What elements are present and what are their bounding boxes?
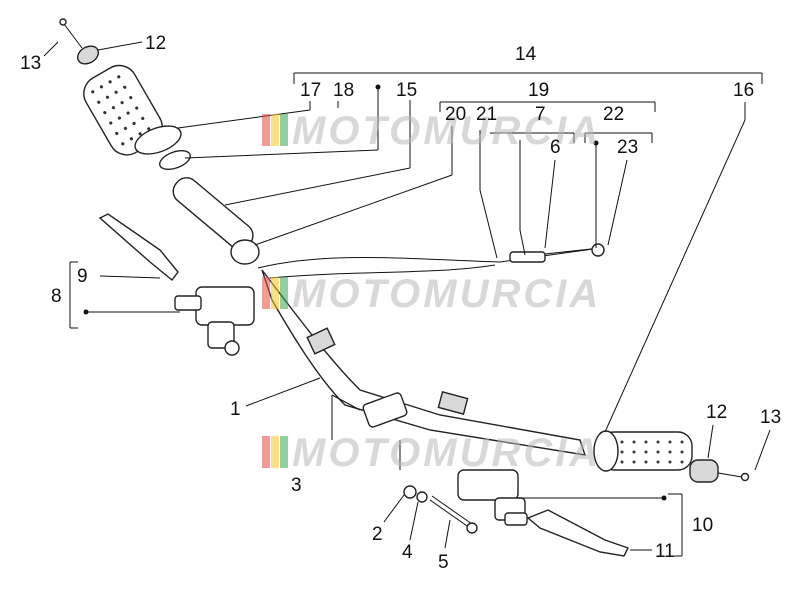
right-grip <box>593 430 693 472</box>
callout-10: 10 <box>692 515 713 536</box>
right-master-cylinder <box>457 469 528 526</box>
left-brake-lever <box>98 213 179 282</box>
throttle-cable <box>257 247 601 269</box>
callout-7: 7 <box>535 104 546 125</box>
watermark-middle: MOTOMURCIA <box>262 272 601 316</box>
callout-2: 2 <box>372 524 383 545</box>
left-grip-flange <box>134 125 182 155</box>
callout-21: 21 <box>476 104 497 125</box>
handlebar-clamp <box>362 392 408 428</box>
callout-23: 23 <box>617 137 638 158</box>
watermark-text: MOTOMURCIA <box>292 272 601 316</box>
left-bar-end-weight <box>59 18 100 65</box>
callout-22: 22 <box>603 104 624 125</box>
callout-5: 5 <box>438 552 449 573</box>
left-grip-washer <box>159 150 191 170</box>
callout-4: 4 <box>402 542 413 563</box>
callout-13-right: 13 <box>760 407 781 428</box>
watermark-text: MOTOMURCIA <box>292 109 601 153</box>
washer-and-nut <box>403 485 428 503</box>
callout-3: 3 <box>291 475 302 496</box>
handlebar-tube <box>261 269 587 456</box>
right-brake-lever <box>526 509 629 557</box>
callout-14: 14 <box>515 44 537 65</box>
callout-9: 9 <box>77 266 88 287</box>
callout-12-left: 12 <box>145 33 166 54</box>
callout-16: 16 <box>733 80 754 101</box>
watermark-top: MOTOMURCIA <box>262 109 601 153</box>
clamp-bolt <box>429 495 478 534</box>
cable-adjuster <box>509 243 605 263</box>
callout-20: 20 <box>445 104 466 125</box>
watermark-text: MOTOMURCIA <box>292 431 601 475</box>
callout-15: 15 <box>396 80 417 101</box>
watermark-bottom: MOTOMURCIA <box>262 431 601 475</box>
callout-12-right: 12 <box>706 402 727 423</box>
callout-13-left: 13 <box>20 53 41 74</box>
callout-17: 17 <box>300 80 321 101</box>
callout-18: 18 <box>333 80 354 101</box>
callout-6: 6 <box>550 137 561 158</box>
right-bar-end-weight <box>689 459 750 483</box>
callout-8: 8 <box>51 286 62 307</box>
callout-1: 1 <box>230 399 241 420</box>
callout-19: 19 <box>528 80 549 101</box>
callout-11: 11 <box>655 541 675 562</box>
left-master-cylinder <box>174 286 255 356</box>
